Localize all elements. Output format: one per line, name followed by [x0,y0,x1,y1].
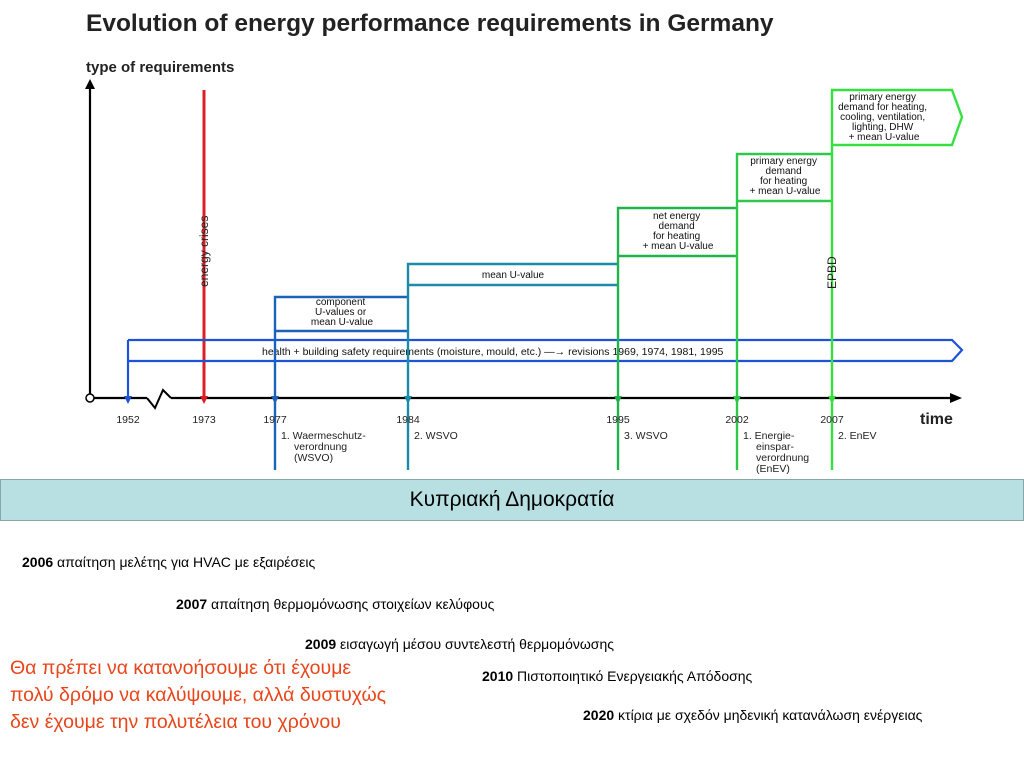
svg-text:primary energy demand: primary energy demand for heating, cooli… [838,92,930,143]
regulation-line: 1. Energie- [743,430,795,442]
box-text-line: lighting, DHW [852,122,914,133]
health-safety-text: health + building safety requirements (m… [262,346,724,358]
timeline-year: 2020 [583,707,615,723]
energy-requirements-diagram: Evolution of energy performance requirem… [85,10,964,475]
box-text-line: mean U-value [311,317,374,328]
timeline-text: Πιστοποιητικό Ενεργειακής Απόδοσης [513,668,753,684]
regulation-line: (EnEV) [756,463,790,475]
year-label: 1952 [116,414,140,426]
year-label: 2002 [725,414,749,426]
year-label: 1977 [263,414,287,426]
svg-text:component U-values or: component U-values or mean U-value [311,297,374,328]
box-text-line: U-values or [315,307,367,318]
regulation-line: (WSVO) [294,452,333,464]
box-primary-energy-demand: primary energy demand for heating + mean… [735,152,832,470]
box-text-line: component [316,297,366,308]
timeline-year: 2007 [176,596,208,612]
timeline-text: απαίτηση μελέτης για HVAC με εξαιρέσεις [53,554,316,570]
timeline-year: 2009 [305,636,337,652]
svg-text:net energy demand: net energy demand for heating + mean U-v… [643,211,714,252]
svg-text:mean U-value: mean U-value [482,270,545,281]
timeline-year: 2006 [22,554,54,570]
box-text-line: + mean U-value [750,186,821,197]
tick-1977 [271,396,279,404]
box-text-line: demand [766,166,802,177]
year-label: 1995 [606,414,630,426]
box-text-line: cooling, ventilation, [840,112,925,123]
regulation-line: 3. WSVO [624,430,668,442]
svg-text:1. Energie- einspar-: 1. Energie- einspar- verordnung (EnEV) [743,430,812,475]
box-net-energy-demand: net energy demand for heating + mean U-v… [616,206,737,470]
note-text: Θα πρέπει να κατανοήσουμε ότι έχουμε πολ… [10,657,387,733]
tick-1984 [404,396,412,404]
regulation-line: 1. Waermeschutz- [281,430,366,442]
box-text-line: mean U-value [482,270,545,281]
box-component-uvalues: component U-values or mean U-value [273,295,408,470]
year-label: 1973 [192,414,216,426]
svg-text:2. EnEV: 2. EnEV [838,430,877,442]
box-primary-energy-full: primary energy demand for heating, cooli… [830,88,964,470]
year-ticks [124,396,836,404]
box-text-line: for heating [653,231,700,242]
box-text-line: net energy [653,211,700,222]
cyprus-banner: Κυπριακή Δημοκρατία [0,479,1024,521]
timeline-text: εισαγωγή μέσου συντελεστή θερμομόνωσης [336,636,614,652]
tick-2007 [828,396,836,404]
regulation-line: verordnung [756,452,809,464]
year-label: 2007 [820,414,844,426]
timeline-item: 2006 απαίτηση μελέτης για HVAC με εξαιρέ… [22,554,315,570]
svg-text:3. WSVO: 3. WSVO [624,430,668,442]
box-text-line: primary energy [750,156,817,167]
y-axis-label: type of requirements [86,59,234,76]
box-text-line: primary energy [849,92,916,103]
timeline-item: 2010 Πιστοποιητικό Ενεργειακής Απόδοσης [482,668,752,684]
health-safety-arrow [126,338,964,398]
regulation-line: einspar- [756,441,794,453]
year-label: 1984 [396,414,420,426]
box-text-line: demand [659,221,695,232]
x-axis-label: time [920,411,953,428]
timeline-item: 2020 κτίρια με σχεδόν μηδενική κατανάλωσ… [583,707,922,723]
timeline-year: 2010 [482,668,514,684]
banner-text: Κυπριακή Δημοκρατία [409,488,615,511]
svg-text:2. WSVO: 2. WSVO [414,430,458,442]
timeline-text: απαίτηση θερμομόνωσης στοιχείων κελύφους [207,596,495,612]
box-mean-uvalue: mean U-value [406,262,618,470]
svg-text:primary energy demand: primary energy demand for heating + mean… [750,156,821,197]
regulation-line: 2. WSVO [414,430,458,442]
timeline-item: 2007 απαίτηση θερμομόνωσης στοιχείων κελ… [176,596,494,612]
box-text-line: for heating [760,176,807,187]
box-text-line: + mean U-value [849,132,920,143]
regulation-line: verordnung [294,441,347,453]
timeline-item: 2009 εισαγωγή μέσου συντελεστή θερμομόνω… [305,636,614,652]
tick-2002 [733,396,741,404]
x-axis [85,388,962,410]
timeline-text: κτίρια με σχεδόν μηδενική κατανάλωση ενέ… [614,707,923,723]
regulation-line: 2. EnEV [838,430,877,442]
tick-1952 [124,396,132,404]
tick-1973 [200,396,208,404]
box-text-line: + mean U-value [643,241,714,252]
energy-crises-label: energy crises [197,216,211,287]
box-text-line: demand for heating, [838,102,927,113]
diagram-title: Evolution of energy performance requirem… [86,10,774,37]
epbd-label: EPBD [825,256,839,289]
svg-text:1. Waermeschutz- veror: 1. Waermeschutz- verordnung (WSVO) [281,430,369,464]
tick-1995 [614,396,622,404]
